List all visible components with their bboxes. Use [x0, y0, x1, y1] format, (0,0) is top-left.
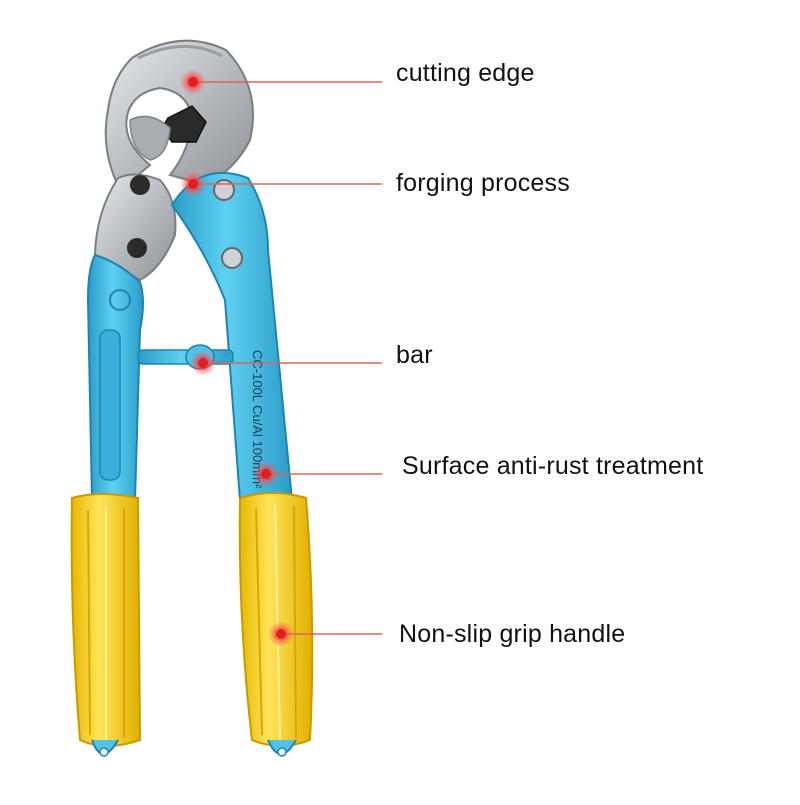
- label-bar: bar: [396, 341, 433, 369]
- tool-marking: CC-100L Cu/Al 100mm²: [250, 350, 265, 489]
- label-anti-rust-treatment: Surface anti-rust treatment: [402, 452, 704, 480]
- lower-jaw: [93, 173, 177, 282]
- callout-lines: [193, 81, 382, 635]
- label-non-slip-grip-handle: Non-slip grip handle: [399, 620, 626, 648]
- left-handle: [86, 253, 144, 501]
- label-forging-process: forging process: [396, 169, 570, 197]
- cutting-head: [104, 39, 254, 192]
- left-grip: [70, 493, 142, 757]
- cross-bar: [137, 344, 234, 370]
- callout-dots: [180, 69, 294, 647]
- label-cutting-edge: cutting edge: [396, 59, 535, 87]
- right-handle: CC-100L Cu/Al 100mm²: [170, 171, 294, 501]
